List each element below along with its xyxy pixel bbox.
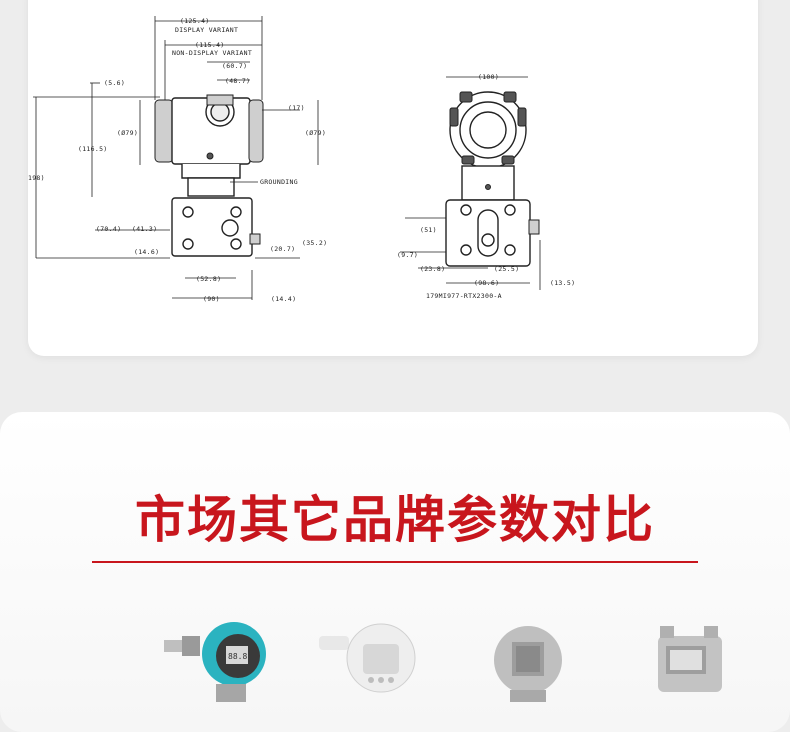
teal-transmitter-image: 88.8 (164, 622, 266, 702)
dim-52-8: (52.8) (196, 275, 221, 283)
title-divider (92, 561, 698, 563)
dim-phi79-left: (Ø79) (117, 129, 138, 137)
dim-60: (60.7) (222, 62, 247, 70)
dim-9-7: (9.7) (397, 251, 418, 259)
dim-125: (125.4) (180, 17, 210, 25)
dim-51: (51) (420, 226, 437, 234)
dim-23-8: (23.8) (420, 265, 445, 273)
dim-115: (115.4) (195, 41, 225, 49)
dim-90: (90) (203, 295, 220, 303)
gray-transmitter-image (494, 626, 562, 702)
dim-25-5: (25.5) (494, 265, 519, 273)
dim-phi79-right: (Ø79) (305, 129, 326, 137)
dim-14-4: (14.4) (271, 295, 296, 303)
dim-display-variant: DISPLAY VARIANT (175, 26, 238, 34)
dim-17: (17) (288, 104, 305, 112)
dim-116: (116.5) (78, 145, 108, 153)
part-code: 179MI977-RTX2300-A (426, 292, 502, 300)
grounding-label: GROUNDING (260, 178, 298, 186)
dim-98-6: (98.6) (474, 279, 499, 287)
dim-48: (48.7) (225, 77, 250, 85)
dim-13-5: (13.5) (550, 279, 575, 287)
drawing-card (28, 0, 758, 356)
dim-5-6: (5.6) (104, 79, 125, 87)
section-title: 市场其它品牌参数对比 (135, 491, 655, 549)
dim-20-7: (20.7) (270, 245, 295, 253)
dim-non-display: NON-DISPLAY VARIANT (172, 49, 252, 57)
svg-text:88.8: 88.8 (228, 652, 247, 661)
dim-70: (70.4) (96, 225, 121, 233)
dimension-drawing: (125.4) DISPLAY VARIANT (115.4) NON-DISP… (28, 16, 575, 303)
dim-41: (41.3) (132, 225, 157, 233)
gray-transmitter-2-image (658, 626, 722, 692)
dim-198: 198) (28, 174, 45, 182)
white-transmitter-image (319, 623, 416, 693)
product-row: 88.8 (0, 620, 790, 702)
dim-14-6: (14.6) (134, 248, 159, 256)
dim-35-2: (35.2) (302, 239, 327, 247)
dim-100: (100) (478, 73, 499, 81)
